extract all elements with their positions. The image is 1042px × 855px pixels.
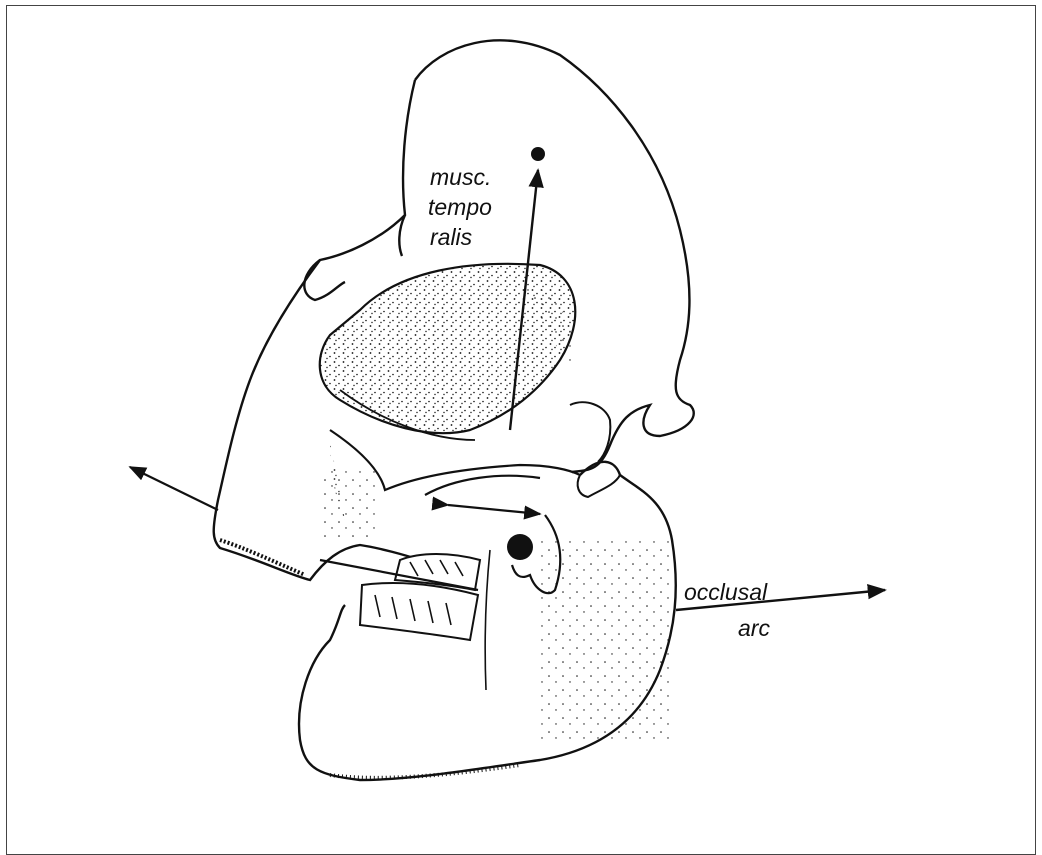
muscle-origin-dot [531,147,545,161]
label-tempo: tempo [428,194,492,220]
jaw-pivot-dot [507,534,533,560]
anterior-arrow [130,467,218,510]
label-ralis: ralis [430,224,473,250]
brow-outline [304,80,415,300]
label-arc: arc [738,615,770,641]
lower-teeth [360,583,478,640]
label-occlusal: occlusal [684,579,768,605]
label-musc: musc. [430,164,491,190]
jaw-movement-arrow [448,505,540,514]
ear-process [570,402,610,462]
